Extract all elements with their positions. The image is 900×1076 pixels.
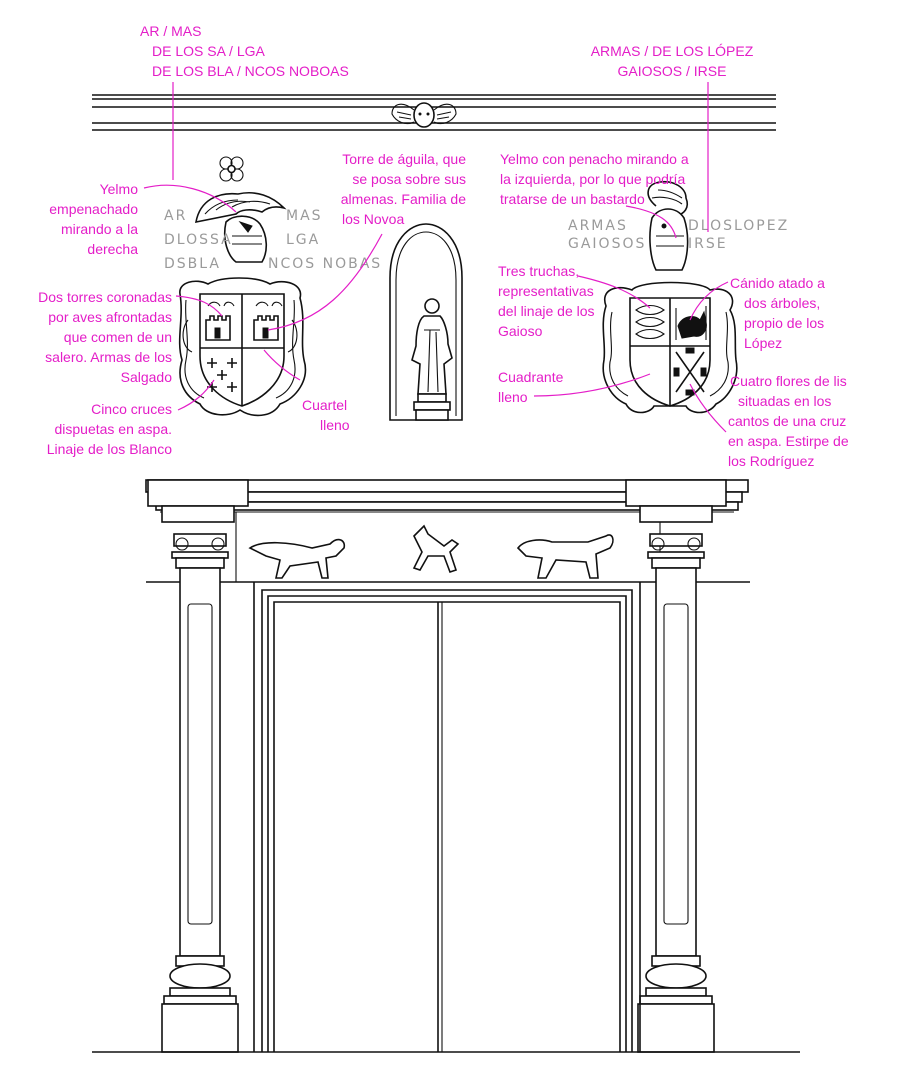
label-dos-torres-4: salero. Armas de los — [45, 349, 172, 365]
right-helmet — [647, 180, 689, 271]
inscription-left-3: DSBLA — [164, 256, 221, 272]
inscription-right-2: GAIOSOS — [568, 236, 646, 252]
door-entablature — [145, 479, 750, 583]
label-yelmo-derecha-3: mirando a la — [61, 221, 138, 237]
label-torre-aguila-3: almenas. Familia de — [341, 191, 466, 207]
label-canido-3: propio de los — [744, 315, 824, 331]
label-armas-lopez-1: ARMAS / DE LOS LÓPEZ — [591, 43, 754, 59]
label-cuatro-flores-2: situadas en los — [738, 393, 831, 409]
central-niche — [389, 223, 463, 421]
label-cuartel-lleno-1: Cuartel — [302, 397, 347, 413]
label-cuatro-flores-5: los Rodríguez — [728, 453, 814, 469]
label-armas-salgado-2: DE LOS SA / LGA — [152, 43, 265, 59]
right-shield — [602, 281, 738, 414]
label-tres-truchas-2: representativas — [498, 283, 594, 299]
inscription-left-6: NCOS NOBAS — [268, 256, 382, 272]
leader-lines — [143, 82, 729, 433]
inscription-left-2: DLOSSA — [164, 232, 233, 248]
inscription-right-3: DLOSLOPEZ — [688, 218, 789, 234]
label-canido-1: Cánido atado a — [730, 275, 825, 291]
right-coat-of-arms — [602, 180, 738, 414]
label-cuadrante-lleno-2: lleno — [498, 389, 528, 405]
left-helmet — [195, 192, 287, 263]
label-armas-salgado-3: DE LOS BLA / NCOS NOBOAS — [152, 63, 349, 79]
three-trout — [635, 304, 665, 340]
five-crosses — [207, 358, 237, 392]
label-cuartel-lleno-2: lleno — [320, 417, 350, 433]
label-cinco-cruces-3: Linaje de los Blanco — [47, 441, 173, 457]
label-yelmo-izquierda-2: la izquierda, por lo que podría — [500, 171, 685, 187]
label-yelmo-derecha-4: derecha — [87, 241, 138, 257]
rosette-ornament — [219, 156, 244, 182]
label-yelmo-izquierda-3: tratarse de un bastardo — [500, 191, 645, 207]
label-cuadrante-lleno-1: Cuadrante — [498, 369, 564, 385]
inscriptions-left: AR DLOSSA DSBLA MAS LGA NCOS NOBAS — [164, 208, 382, 272]
label-yelmo-derecha-2: empenachado — [49, 201, 138, 217]
label-tres-truchas-3: del linaje de los — [498, 303, 595, 319]
label-canido-2: dos árboles, — [744, 295, 820, 311]
label-cuatro-flores-4: en aspa. Estirpe de — [728, 433, 849, 449]
annotations: AR / MAS DE LOS SA / LGA DE LOS BLA / NC… — [38, 23, 849, 469]
label-torre-aguila-1: Torre de águila, que — [342, 151, 466, 167]
inscription-right-1: ARMAS — [568, 218, 628, 234]
label-torre-aguila-4: los Novoa — [342, 211, 404, 227]
inscription-right-4: IRSE — [688, 236, 728, 252]
label-cuatro-flores-1: Cuatro flores de lis — [730, 373, 847, 389]
label-cuatro-flores-3: cantos de una cruz — [728, 413, 846, 429]
frieze-animals — [248, 524, 614, 579]
left-pillar — [147, 479, 249, 1053]
label-cinco-cruces-2: dispuetas en aspa. — [54, 421, 172, 437]
cherub-ornament — [391, 102, 457, 128]
fleur-de-lis-cross — [673, 347, 707, 396]
label-armas-salgado-1: AR / MAS — [140, 23, 201, 39]
canine-trees — [675, 306, 707, 340]
label-torre-aguila-2: se posa sobre sus — [352, 171, 466, 187]
top-cornice — [92, 94, 776, 131]
left-shield — [178, 277, 307, 417]
right-pillar — [625, 479, 727, 1053]
label-armas-lopez-2: GAIOSOS / IRSE — [618, 63, 727, 79]
label-canido-4: López — [744, 335, 782, 351]
label-yelmo-izquierda-1: Yelmo con penacho mirando a — [500, 151, 689, 167]
label-dos-torres-5: Salgado — [121, 369, 173, 385]
label-tres-truchas-1: Tres truchas, — [498, 263, 579, 279]
inscription-left-1: AR — [164, 208, 187, 224]
inscription-left-5: LGA — [286, 232, 320, 248]
label-dos-torres-1: Dos torres coronadas — [38, 289, 172, 305]
doorway — [253, 582, 641, 1052]
saint-statue — [411, 298, 453, 421]
left-coat-of-arms — [178, 156, 307, 417]
label-cinco-cruces-1: Cinco cruces — [91, 401, 172, 417]
label-dos-torres-2: por aves afrontadas — [48, 309, 172, 325]
label-dos-torres-3: que comen de un — [64, 329, 172, 345]
label-yelmo-derecha-1: Yelmo — [100, 181, 139, 197]
label-tres-truchas-4: Gaioso — [498, 323, 543, 339]
inscription-left-4: MAS — [286, 208, 323, 224]
inscriptions-right: ARMAS GAIOSOS DLOSLOPEZ IRSE — [568, 218, 789, 252]
